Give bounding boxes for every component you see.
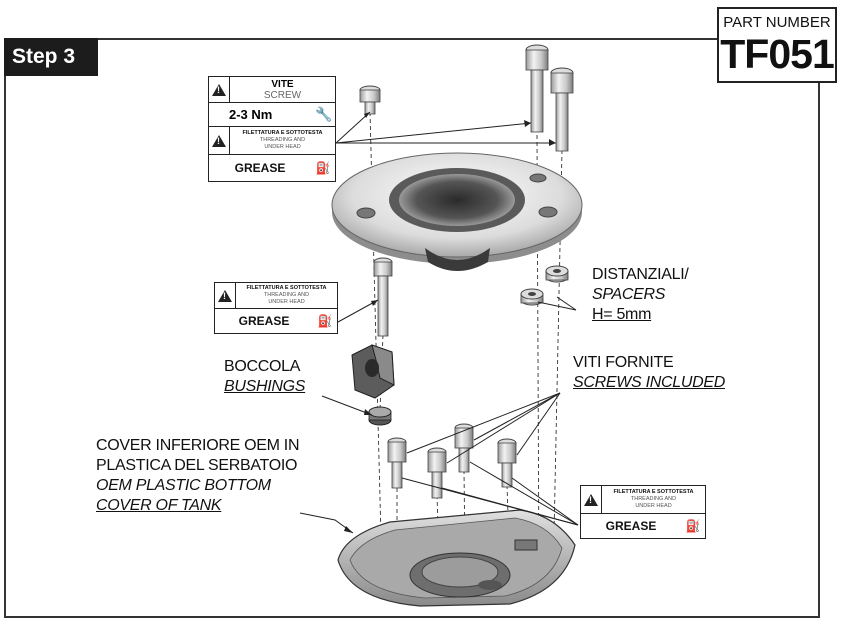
warning-icon — [209, 77, 230, 102]
bushing-label: BOCCOLA BUSHINGS — [224, 357, 305, 397]
thread-note-en-1: THREADING AND — [263, 292, 310, 298]
grease-label: GREASE — [234, 161, 286, 175]
spacers-height: H= 5mm — [592, 306, 652, 323]
screws-it: VITI FORNITE — [573, 354, 674, 371]
screws-included-label: VITI FORNITE SCREWS INCLUDED — [573, 353, 725, 393]
oem-bottom-cover — [337, 509, 576, 607]
grease-box-right: FILETTATURA E SOTTOTESTA THREADING AND U… — [580, 485, 706, 539]
grease-label: GREASE — [238, 314, 290, 328]
cover-label: COVER INFERIORE OEM IN PLASTICA DEL SERB… — [96, 436, 300, 516]
thread-note-it: FILETTATURA E SOTTOTESTA — [613, 489, 694, 495]
bushing-block — [351, 344, 395, 399]
bushing-en: BUSHINGS — [224, 378, 306, 395]
warning-icon — [209, 127, 230, 154]
part-number-label: PART NUMBER — [723, 14, 831, 31]
included-screw-4 — [497, 438, 517, 488]
cover-it-2: PLASTICA DEL SERBATOIO — [96, 457, 298, 474]
grease-box-middle: FILETTATURA E SOTTOTESTA THREADING AND U… — [214, 282, 338, 334]
flange-ring — [331, 152, 583, 271]
grease-tube-icon: ⛽ — [315, 161, 331, 175]
long-screw-2 — [550, 67, 574, 152]
part-number-box: PART NUMBER TF051 — [717, 7, 837, 83]
warning-icon — [215, 283, 236, 308]
spacers-en: SPACERS — [592, 286, 666, 303]
screws-en: SCREWS INCLUDED — [573, 374, 725, 391]
spacer-1 — [545, 265, 569, 283]
thread-note-en-2: UNDER HEAD — [635, 503, 672, 509]
thread-note-en-2: UNDER HEAD — [268, 299, 305, 305]
torque-value: 2-3 Nm — [229, 107, 273, 122]
leader-lines — [299, 111, 579, 534]
warning-icon — [581, 486, 602, 513]
cover-en-1: OEM PLASTIC BOTTOM — [96, 477, 271, 494]
grease-tube-icon: ⛽ — [685, 519, 701, 533]
thread-note-it: FILETTATURA E SOTTOTESTA — [242, 130, 323, 136]
step-label: Step 3 — [4, 38, 98, 76]
included-screw-1 — [387, 437, 407, 489]
cover-it-1: COVER INFERIORE OEM IN — [96, 437, 300, 454]
thread-note-en-2: UNDER HEAD — [264, 144, 301, 150]
spacer-2 — [520, 288, 544, 306]
bushing-ring — [368, 406, 392, 426]
bushing-it: BOCCOLA — [224, 358, 301, 375]
thread-note-en-1: THREADING AND — [630, 496, 677, 502]
part-number-value: TF051 — [720, 31, 835, 77]
thread-note-it: FILETTATURA E SOTTOTESTA — [246, 285, 327, 291]
screw-title-it: VITE — [271, 78, 294, 90]
grease-label: GREASE — [605, 519, 657, 533]
thread-note-en-1: THREADING AND — [259, 137, 306, 143]
short-screw-top — [359, 85, 381, 115]
spacers-label: DISTANZIALI/ SPACERS H= 5mm — [592, 265, 689, 325]
long-screw-1 — [525, 44, 549, 133]
grease-tube-icon: ⛽ — [317, 314, 333, 328]
cover-en-2: COVER OF TANK — [96, 497, 222, 514]
spacers-it: DISTANZIALI/ — [592, 266, 689, 283]
diagram-frame — [4, 38, 820, 618]
wrench-icon: 🔧 — [315, 106, 333, 122]
screw-torque-box: VITE SCREW 2-3 Nm 🔧 FILETTATURA E SOTTOT… — [208, 76, 336, 182]
included-screw-3 — [454, 423, 474, 473]
included-screw-2 — [427, 447, 447, 499]
middle-screw — [373, 257, 393, 337]
screw-title-en: SCREW — [263, 89, 302, 101]
arrow-heads — [344, 112, 556, 533]
